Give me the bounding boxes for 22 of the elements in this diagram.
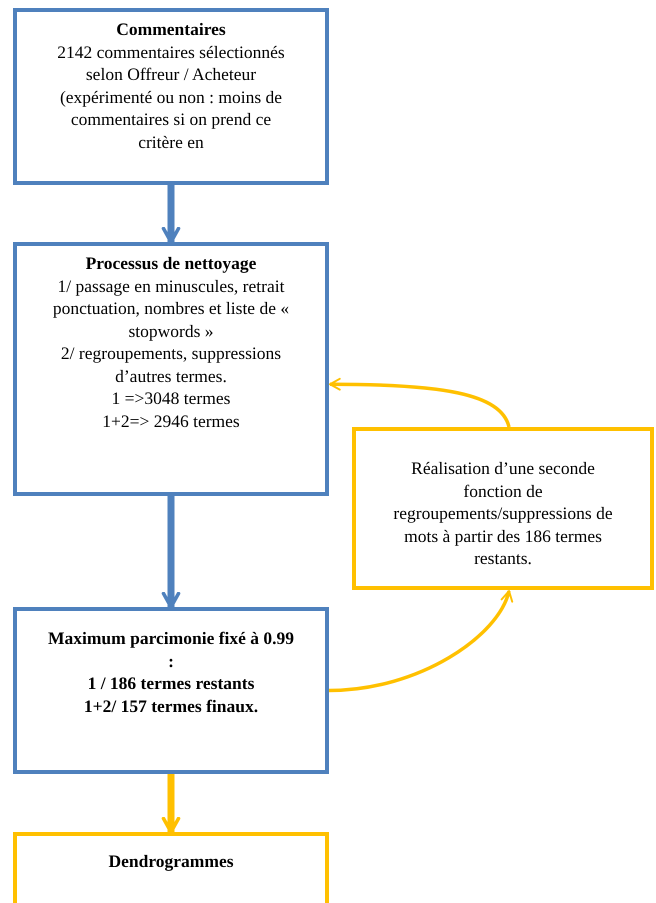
box-text: 1/ passage en minuscules, retrait ponctuation, nombres et liste de « stopwords » <box>52 274 290 342</box>
arrow <box>162 774 180 834</box>
process-box <box>13 8 329 185</box>
box-text: Réalisation d’une seconde fonction de regroupements/suppressions de mots à partir des 186 termes restants. <box>392 457 614 570</box>
box-text: 1 / 186 termes restants <box>86 672 256 694</box>
box-heading: Processus de nettoyage <box>84 252 258 274</box>
box-heading: Commentaires <box>115 18 227 40</box>
process-box <box>13 607 329 774</box>
box-text: 1 =>3048 termes <box>110 387 232 410</box>
box-text: Dendrogrammes <box>107 850 235 872</box>
process-box <box>13 242 329 496</box>
process-box <box>352 427 654 590</box>
arrow <box>162 496 180 609</box>
arrow <box>162 185 180 244</box>
arrow <box>328 590 512 692</box>
arrow <box>329 378 511 428</box>
box-text: 2142 commentaires sélectionnés selon Offreur / Acheteur (expérimenté ou non : moins de commentaires si on prend ce critère en <box>56 40 286 153</box>
box-text: 1+2=> 2946 termes <box>101 410 241 432</box>
process-box <box>13 832 329 903</box>
box-text: 1+2/ 157 termes finaux. <box>82 694 260 717</box>
box-text: 2/ regroupements, suppressions d’autres termes. <box>60 342 282 387</box>
box-text: Maximum parcimonie fixé à 0.99 : <box>47 627 295 672</box>
